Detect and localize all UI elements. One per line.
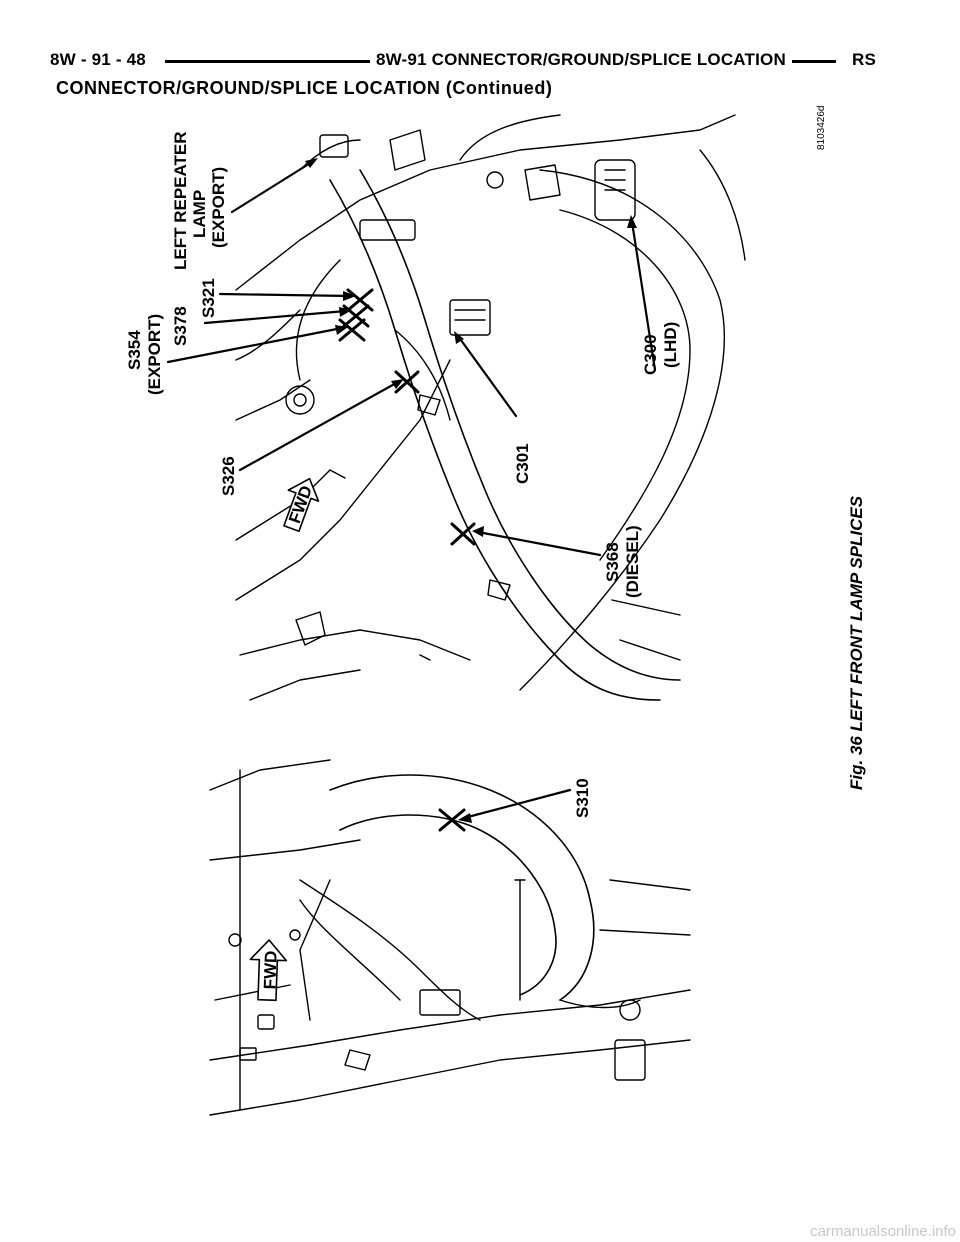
callout-s321: S321 xyxy=(199,278,218,318)
callout-s354-line1: S354 xyxy=(125,330,144,370)
callout-left-repeater-lamp: LEFT REPEATER LAMP (EXPORT) xyxy=(171,131,228,270)
callout-left-repeater-lamp-line3: (EXPORT) xyxy=(209,167,228,248)
callout-left-repeater-lamp-line2: LAMP xyxy=(190,190,209,238)
model-code: RS xyxy=(845,50,876,70)
watermark: carmanualsonline.info xyxy=(810,1223,956,1240)
callout-s368: S368 (DIESEL) xyxy=(603,525,642,598)
callout-s354-line2: (EXPORT) xyxy=(145,314,164,395)
callout-arrowheads xyxy=(305,158,637,823)
page-header: 8W - 91 - 48 8W-91 CONNECTOR/GROUND/SPLI… xyxy=(50,46,876,76)
section-title: CONNECTOR/GROUND/SPLICE LOCATION (Contin… xyxy=(56,78,553,98)
callout-s354: S354 (EXPORT) xyxy=(125,314,164,395)
callout-c301: C301 xyxy=(513,443,532,484)
upper-illustration xyxy=(235,114,746,701)
callout-s368-line1: S368 xyxy=(603,542,622,582)
callout-left-repeater-lamp-line1: LEFT REPEATER xyxy=(171,131,190,270)
fwd-label-lower: FWD xyxy=(260,950,280,989)
callout-s310: S310 xyxy=(573,778,592,818)
figure-caption: Fig. 36 LEFT FRONT LAMP SPLICES xyxy=(847,495,866,790)
lower-illustration xyxy=(209,759,691,1116)
section-name: 8W-91 CONNECTOR/GROUND/SPLICE LOCATION xyxy=(370,50,792,70)
callout-c300: C300 (LHD) xyxy=(641,322,680,375)
callout-s326: S326 xyxy=(219,456,238,496)
figure-id: 8103426d xyxy=(816,106,827,151)
callout-s368-line2: (DIESEL) xyxy=(623,525,642,598)
callout-c300-line2: (LHD) xyxy=(661,322,680,368)
callout-s378: S378 xyxy=(171,306,190,346)
splice-markers xyxy=(338,288,476,832)
callout-c300-line1: C300 xyxy=(641,334,660,375)
fwd-arrow-upper xyxy=(283,477,320,533)
fwd-arrow-lower xyxy=(249,939,288,1002)
page-reference: 8W - 91 - 48 xyxy=(50,50,152,70)
callout-leaders xyxy=(166,160,657,820)
